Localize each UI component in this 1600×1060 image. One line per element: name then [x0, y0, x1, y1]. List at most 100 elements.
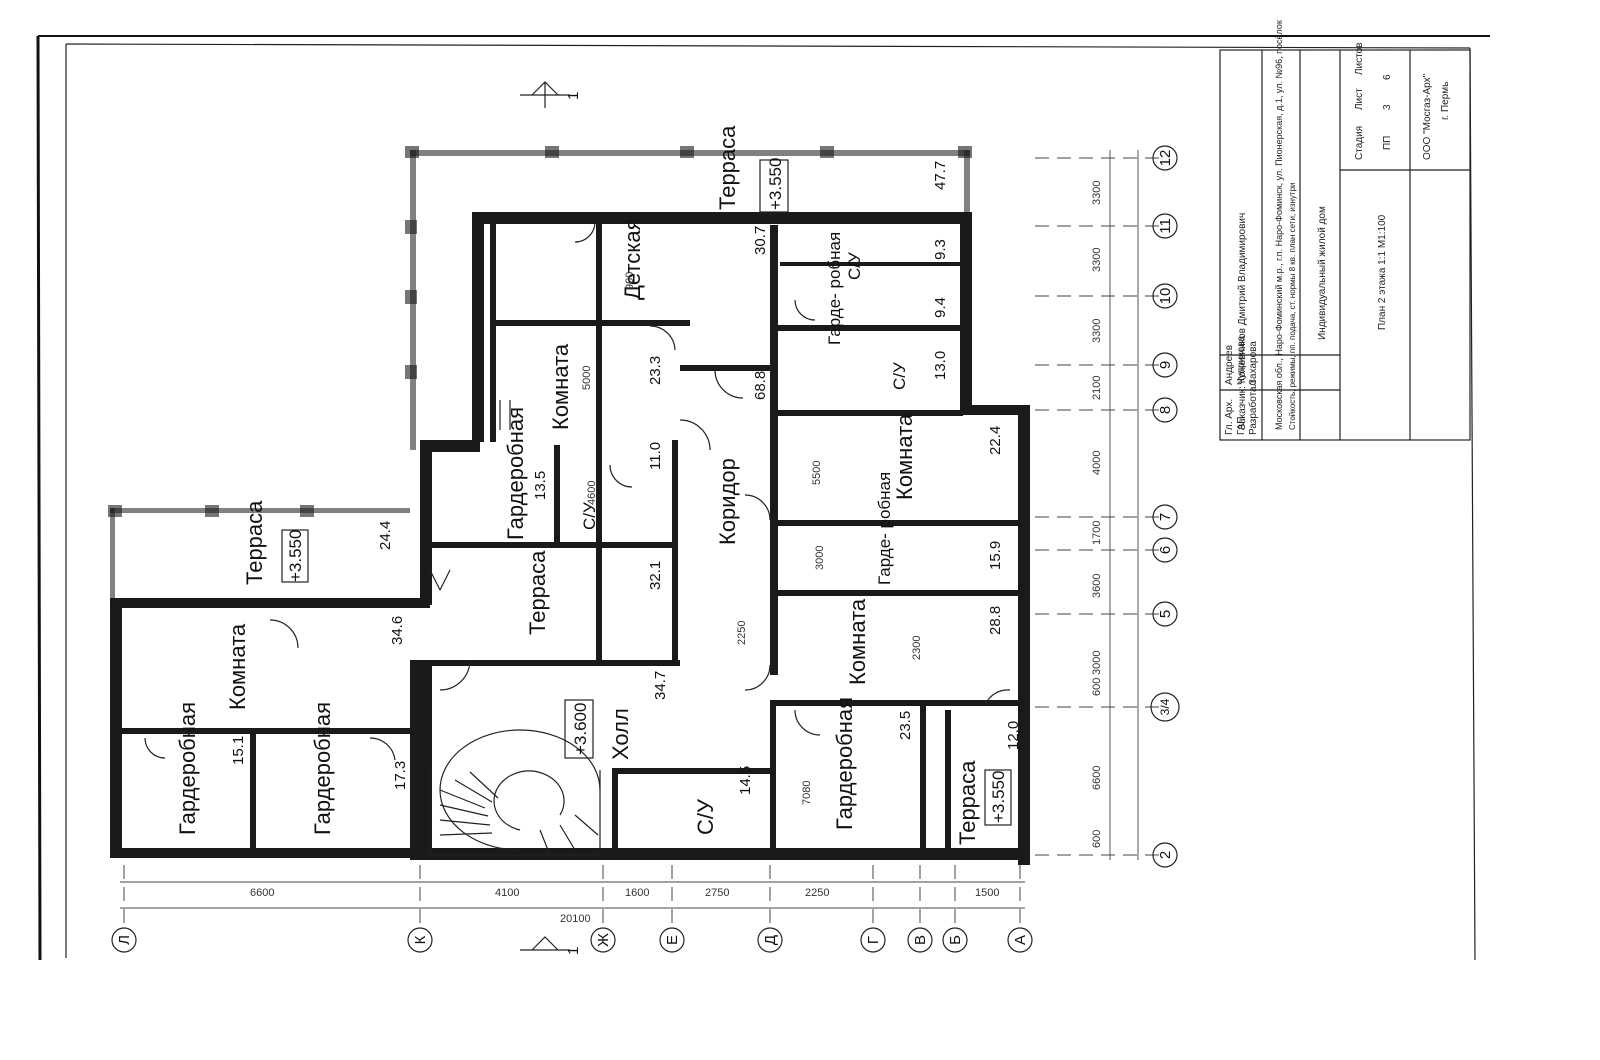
room-komnata-left-area: 34.6	[389, 616, 406, 645]
svg-text:А: А	[1012, 935, 1029, 945]
room-garderob-top-name: Гарде- робная	[825, 232, 844, 345]
svg-text:Л: Л	[116, 935, 133, 945]
axis-bubble-v: В	[907, 927, 933, 953]
axis-numbers: 12 11 10 9 8 7 6 5 3/4 2	[1150, 145, 1180, 868]
room-garderob-right-area: 15.9	[987, 541, 1004, 570]
room-terrace-left-area: 24.4	[377, 521, 394, 550]
dim-right-3: 3300	[1091, 319, 1103, 343]
dim-int-9: 2300	[911, 636, 923, 660]
svg-text:Ж: Ж	[595, 933, 612, 947]
room-garderob-l1-area: 15.1	[230, 736, 247, 765]
dim-int-6: 2250	[736, 621, 748, 645]
dim-right-7: 3600	[1091, 574, 1103, 598]
dim-right-5: 4000	[1091, 451, 1103, 475]
interior-dimensions: 900 5000 4600 3000 5500 2250 3000 7080 2…	[581, 272, 923, 805]
room-garderob-right2-area: 23.5	[897, 711, 914, 740]
svg-text:12: 12	[1157, 150, 1174, 167]
room-komnata-right1-name: Комната	[892, 413, 917, 500]
dim-right-1: 3300	[1091, 181, 1103, 205]
dim-bottom-6: 1500	[975, 887, 999, 899]
axis-bubble-10: 10	[1152, 283, 1178, 309]
title-sheets-label: Листов	[1354, 43, 1365, 76]
axis-bubble-l: Л	[111, 927, 137, 953]
room-su-bottom-name: С/У	[693, 798, 718, 835]
dim-bottom-3: 1600	[625, 887, 649, 899]
svg-text:6: 6	[1157, 546, 1174, 554]
axis-bubble-12: 12	[1152, 145, 1178, 171]
title-sheet-name: План 2 этажа 1:1 М1:100	[1377, 214, 1388, 330]
room-terrace-top-level: +3.550	[766, 158, 785, 210]
axis-bubble-e: Е	[659, 927, 685, 953]
axis-bubble-g: Г	[860, 927, 886, 953]
dim-right-4: 2100	[1091, 376, 1103, 400]
dim-right-10: 6600	[1091, 766, 1103, 790]
interior-walls	[122, 222, 1020, 860]
axis-bubble-7: 7	[1152, 504, 1178, 530]
title-object: Индивидуальный жилой дом	[1317, 206, 1328, 340]
dim-bottom-4: 2750	[705, 887, 729, 899]
axis-bubble-5: 5	[1152, 601, 1178, 627]
room-detskaya-area: 30.7	[752, 226, 769, 255]
room-su-mid-area: 11.0	[647, 442, 664, 470]
room-koridor-area: 68.8	[752, 371, 769, 400]
room-terrace-mid-name: Терраса	[525, 550, 550, 635]
title-block: Заказчик: Кожевников Дмитрий Владимирови…	[1219, 20, 1471, 441]
title-name-1: Андреев	[1224, 345, 1235, 385]
title-address: Московская обл., Наро-Фоминский м.р., г.…	[1274, 20, 1284, 430]
dim-right-11: 600	[1091, 830, 1103, 848]
svg-text:10: 10	[1157, 288, 1174, 305]
dim-bottom-1: 6600	[250, 887, 274, 899]
axis-bubble-3-4: 3/4	[1150, 692, 1180, 722]
axis-bubble-2: 2	[1152, 842, 1178, 868]
room-garderob-l2-name: Гардеробная	[310, 702, 335, 835]
axis-bubble-11: 11	[1152, 213, 1178, 239]
svg-text:7: 7	[1157, 513, 1174, 521]
room-su-top-area: 9.3	[932, 239, 949, 260]
room-su-top-name: С/У	[845, 252, 864, 280]
svg-text:9: 9	[1157, 361, 1174, 369]
room-terrace-bottom-name: Терраса	[955, 760, 980, 845]
dim-int-2: 5000	[581, 366, 593, 390]
axis-bubble-b: Б	[942, 927, 968, 953]
title-city: г. Пермь	[1440, 82, 1451, 120]
room-su-bottom-area: 14.5	[737, 766, 754, 795]
section-mark-bottom: 1	[565, 947, 582, 955]
dim-int-3: 4600	[586, 481, 598, 505]
terrace-columns	[108, 146, 972, 517]
room-garderob-right2-name: Гардеробная	[832, 697, 857, 830]
title-role-2: ГАП	[1236, 417, 1247, 436]
dim-int-5: 5500	[811, 461, 823, 485]
svg-text:11: 11	[1157, 218, 1174, 234]
room-terrace-top-area: 47.7	[932, 161, 949, 190]
title-sheet-number: 3	[1382, 104, 1393, 110]
room-su-mid-name: С/У	[580, 502, 599, 530]
room-detskaya-name: Детская	[620, 219, 645, 301]
room-su-right-name: С/У	[890, 362, 909, 390]
title-customer: Заказчик: Кожевников Дмитрий Владимирови…	[1237, 213, 1248, 430]
svg-text:Г: Г	[865, 936, 882, 944]
axis-bubble-zh: Ж	[590, 927, 616, 953]
svg-text:2: 2	[1157, 851, 1174, 859]
dim-int-4: 3000	[814, 546, 826, 570]
title-role-1: Гл. Арх.	[1224, 399, 1235, 435]
room-garderob-mid-area: 13.5	[532, 471, 549, 500]
axis-bubble-d: Д	[757, 927, 783, 953]
room-komnata-upper-area: 23.3	[647, 356, 664, 385]
title-name-3: Захарова	[1248, 341, 1259, 385]
axis-bubble-8: 8	[1152, 397, 1178, 423]
room-garderob-top-area: 9.4	[932, 297, 949, 318]
room-terrace-bottom-level: +3.550	[989, 771, 1008, 823]
room-komnata-right2-area: 28.8	[987, 606, 1004, 635]
room-komnata-left-name: Комната	[225, 623, 250, 710]
room-holl-area: 34.7	[652, 671, 669, 700]
room-terrace-top-name: Терраса	[715, 125, 740, 210]
room-koridor-name: Коридор	[715, 458, 740, 545]
dim-right-8: 3000	[1091, 651, 1103, 675]
axis-bubble-9: 9	[1152, 352, 1178, 378]
dim-int-1: 900	[624, 272, 636, 290]
svg-text:5: 5	[1157, 610, 1174, 618]
svg-text:К: К	[412, 935, 429, 944]
room-terrace-left-level: +3.550	[286, 530, 305, 582]
room-komnata-right2-name: Комната	[845, 598, 870, 685]
dimension-chains: 3300 3300 3300 2100 4000 1700 3600 3000 …	[120, 150, 1139, 925]
